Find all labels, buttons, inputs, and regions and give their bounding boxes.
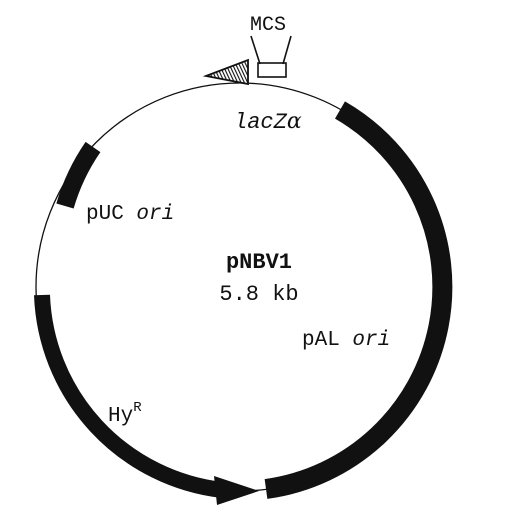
mcs-label: MCS	[250, 14, 286, 37]
mcs-pointer-right	[282, 35, 292, 65]
pal-ori-segment	[264, 101, 453, 499]
mcs-box	[257, 62, 287, 78]
hyr-arrowhead	[214, 476, 259, 505]
mcs-pointer-left	[250, 35, 261, 65]
plasmid-name: pNBV1	[226, 250, 292, 275]
puc-ori-segment	[56, 141, 101, 209]
hyr-label: HyR	[108, 400, 142, 428]
hyr-gene-segment	[34, 294, 223, 498]
lacz-alpha-label: lacZα	[234, 109, 302, 135]
puc-ori-label: pUC ori	[86, 203, 174, 226]
lacz-alpha-arrow	[202, 58, 249, 86]
plasmid-size: 5.8 kb	[219, 282, 298, 307]
pal-ori-label: pAL ori	[302, 329, 390, 352]
